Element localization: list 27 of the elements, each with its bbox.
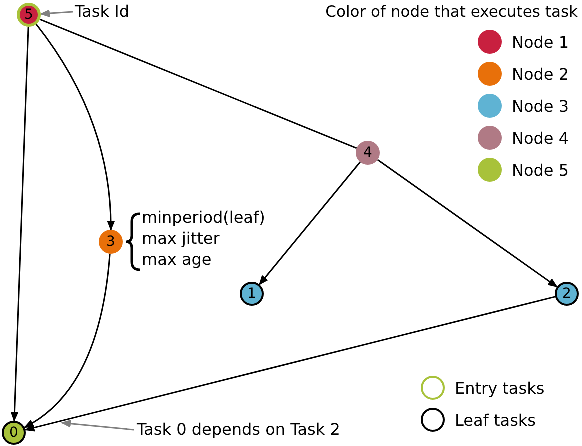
legend-label: Entry tasks: [455, 378, 545, 398]
arrow: [24, 296, 556, 432]
task-node: 5: [17, 3, 41, 27]
legend-label: Node 5: [512, 160, 570, 180]
leader-line: [40, 10, 74, 18]
arrow: [259, 162, 361, 286]
legend-label: Node 3: [512, 96, 570, 116]
task-attribute: max age: [142, 250, 212, 270]
legend-label: Node 4: [512, 128, 570, 148]
legend-label: Node 1: [512, 32, 570, 52]
arrow: [10, 26, 30, 422]
task-node: 3: [99, 230, 123, 254]
task-node: 2: [555, 282, 579, 306]
task-attribute: max jitter: [142, 229, 220, 249]
task-node: 1: [240, 282, 264, 306]
task-node: 0: [2, 421, 26, 445]
leader-line: [61, 420, 134, 431]
legend-label: Node 2: [512, 64, 570, 84]
arrow: [36, 24, 115, 231]
annotation: Task Id: [75, 3, 130, 21]
legend-label: Leaf tasks: [455, 410, 536, 430]
arrow: [24, 254, 111, 428]
legend-title: Color of node that executes task: [326, 3, 578, 21]
annotation: Task 0 depends on Task 2: [137, 421, 340, 439]
arrow: [377, 159, 558, 288]
task-attribute: minperiod(leaf): [142, 208, 266, 228]
task-node: 4: [356, 141, 380, 165]
